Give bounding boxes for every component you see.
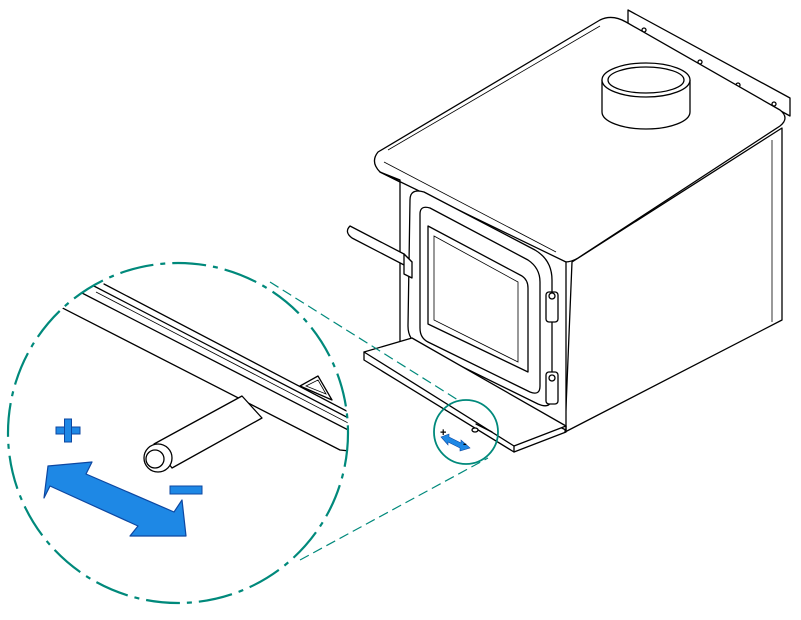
detail-magnifier xyxy=(6,261,350,605)
detail-control-rod xyxy=(143,395,263,473)
stove-side-panel xyxy=(564,127,783,433)
detail-triangle-mark xyxy=(299,375,333,401)
door-hinge-upper xyxy=(545,291,559,323)
door-glass xyxy=(427,225,529,373)
callout-leader-lines xyxy=(269,281,489,561)
minus-icon xyxy=(169,485,203,495)
small-plus-icon: + xyxy=(440,427,446,439)
adjust-arrow-icon xyxy=(43,461,187,537)
air-control-rod xyxy=(471,423,493,433)
wood-stove xyxy=(346,9,791,453)
plus-icon xyxy=(55,418,81,443)
small-minus-icon: - xyxy=(463,438,467,450)
door-handle xyxy=(346,225,413,279)
flue-collar xyxy=(601,62,691,130)
small-arrow-icon xyxy=(440,433,471,452)
door-hinge-lower xyxy=(545,371,559,405)
callout-small-circle: + - xyxy=(433,399,499,465)
